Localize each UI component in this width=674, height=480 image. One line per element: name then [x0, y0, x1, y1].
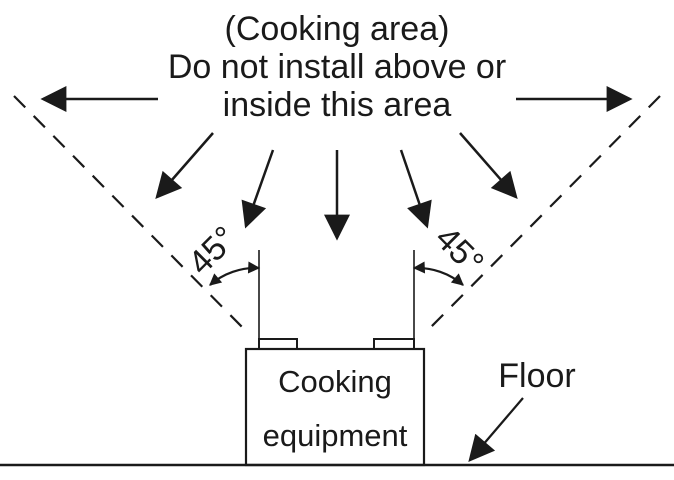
- arrow-far-left: [155, 132, 214, 199]
- arrow-left: [241, 149, 275, 229]
- caption: (Cooking area) Do not install above or i…: [168, 10, 506, 124]
- reference-lines: [258, 250, 415, 340]
- right-boundary-line: [427, 95, 661, 331]
- caption-line-2: Do not install above or: [168, 48, 506, 86]
- left-boundary-line: [13, 95, 246, 331]
- angle-arcs: [209, 261, 464, 286]
- caption-line-3: inside this area: [223, 86, 452, 124]
- arrow-right: [399, 149, 432, 229]
- left-angle-arc: [209, 261, 261, 286]
- right-angle-arc: [412, 261, 464, 286]
- arrow-far-right: [459, 132, 518, 199]
- floor-label: Floor: [498, 357, 575, 395]
- left-angle-label: 45°: [181, 219, 244, 282]
- floor-pointer-arrow: [468, 397, 524, 462]
- caption-line-1: (Cooking area): [225, 10, 450, 48]
- equipment-label-line-1: Cooking: [278, 364, 392, 399]
- burner-right: [373, 338, 415, 350]
- equipment-label-line-2: equipment: [263, 418, 408, 453]
- cooking-equipment: Cooking equipment: [244, 338, 426, 467]
- burner-left: [258, 338, 298, 350]
- right-angle-label: 45°: [428, 219, 491, 282]
- downward-arrows: [155, 132, 518, 241]
